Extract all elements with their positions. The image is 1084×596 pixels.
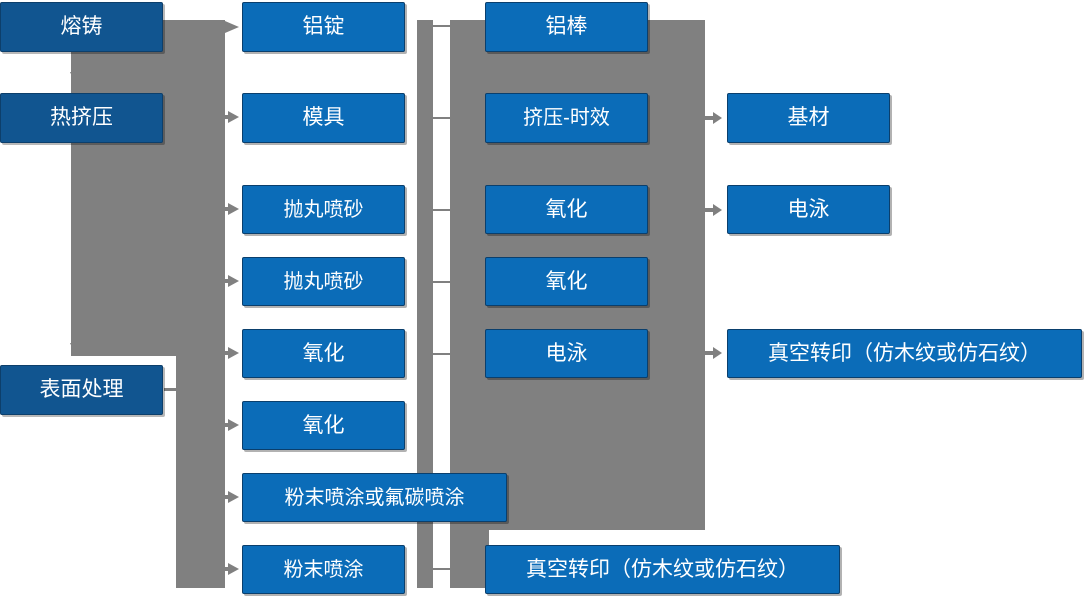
process-box-vacuum-transfer-mid[interactable]: 真空转印（仿木纹或仿石纹） (485, 545, 840, 594)
stage-box-melt-cast[interactable]: 熔铸 (0, 2, 163, 52)
arrow-to-powder-coating (225, 563, 239, 575)
arrow-to-vacuum-transfer (703, 347, 722, 359)
process-box-aluminium-bar[interactable]: 铝棒 (485, 2, 648, 52)
process-box-extrusion-aging[interactable]: 挤压-时效 (485, 93, 648, 143)
process-box-powder-or-fluorocarbon-coating[interactable]: 粉末喷涂或氟碳喷涂 (242, 473, 507, 522)
process-label-aluminium-bar: 铝棒 (545, 15, 588, 39)
process-label-substrate: 基材 (787, 106, 830, 130)
process-label-electrophoresis-right: 电泳 (787, 197, 830, 221)
arrow-to-oxidation-a (225, 347, 239, 359)
arrow-to-oxidation-b (225, 419, 239, 431)
stage-label-hot-extrusion: 热挤压 (50, 106, 113, 130)
arrow-down-to-surface-treatment (70, 343, 82, 356)
process-box-shot-blasting-a[interactable]: 抛丸喷砂 (242, 185, 405, 234)
process-label-vacuum-transfer-right: 真空转印（仿木纹或仿石纹） (768, 341, 1041, 365)
process-box-oxidation-mid-b[interactable]: 氧化 (485, 257, 648, 306)
process-label-oxidation-b: 氧化 (302, 413, 345, 437)
bus-tick-1 (433, 25, 451, 27)
arrow-to-powder-or-fluorocarbon (225, 491, 239, 503)
arrow-to-mould (225, 111, 239, 123)
process-label-shot-blasting-b: 抛丸喷砂 (283, 270, 364, 293)
process-box-oxidation-mid-a[interactable]: 氧化 (485, 185, 648, 234)
arrow-to-electrophoresis (703, 204, 722, 216)
arrow-to-shot-blasting-a (225, 203, 239, 215)
process-label-aluminium-ingot: 铝锭 (302, 15, 345, 39)
process-label-oxidation-a: 氧化 (302, 341, 345, 365)
process-label-powder-coating: 粉末喷涂 (283, 558, 364, 581)
stage-box-hot-extrusion[interactable]: 热挤压 (0, 93, 163, 143)
process-box-oxidation-a[interactable]: 氧化 (242, 329, 405, 378)
left-connector-vertical-band (71, 20, 165, 356)
bus-tick-2 (433, 117, 451, 119)
arrow-to-substrate (703, 112, 722, 124)
process-box-electrophoresis-right[interactable]: 电泳 (727, 185, 890, 234)
stage-label-melt-cast: 熔铸 (60, 15, 103, 39)
process-label-oxidation-mid-a: 氧化 (545, 197, 588, 221)
stage-box-surface-treatment[interactable]: 表面处理 (0, 365, 163, 415)
process-label-electrophoresis-mid: 电泳 (545, 341, 588, 365)
arrow-to-shot-blasting-b (225, 275, 239, 287)
stub-surface-treatment-to-block (164, 388, 180, 391)
process-label-extrusion-aging: 挤压-时效 (523, 107, 610, 129)
process-box-aluminium-ingot[interactable]: 铝锭 (242, 2, 405, 52)
process-label-powder-or-fluorocarbon-coating: 粉末喷涂或氟碳喷涂 (284, 486, 465, 509)
arrow-down-to-hot-extrusion (70, 72, 82, 85)
process-box-oxidation-b[interactable]: 氧化 (242, 401, 405, 450)
process-label-mould: 模具 (302, 106, 345, 130)
bus-tick-5 (433, 353, 451, 355)
stage-label-surface-treatment: 表面处理 (39, 378, 124, 402)
left-distribution-connector (165, 20, 225, 588)
process-box-shot-blasting-b[interactable]: 抛丸喷砂 (242, 257, 405, 306)
process-box-powder-coating[interactable]: 粉末喷涂 (242, 545, 405, 594)
bus-tick-3 (433, 209, 451, 211)
process-box-mould[interactable]: 模具 (242, 93, 405, 143)
process-label-shot-blasting-a: 抛丸喷砂 (283, 198, 364, 221)
process-box-electrophoresis-mid[interactable]: 电泳 (485, 329, 648, 378)
bus-tick-6 (433, 568, 451, 570)
bus-tick-4 (433, 281, 451, 283)
process-box-vacuum-transfer-right[interactable]: 真空转印（仿木纹或仿石纹） (727, 329, 1082, 378)
process-box-substrate[interactable]: 基材 (727, 93, 890, 143)
process-label-vacuum-transfer-mid: 真空转印（仿木纹或仿石纹） (526, 557, 799, 581)
process-label-oxidation-mid-b: 氧化 (545, 269, 588, 293)
arrow-to-aluminium-ingot (225, 21, 239, 33)
